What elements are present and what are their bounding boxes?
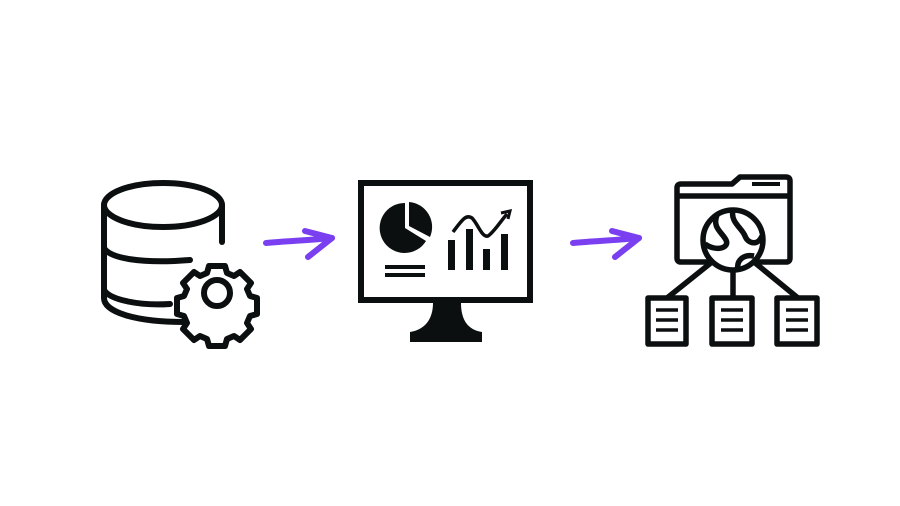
document-icon [709,295,755,347]
document-icon [645,295,689,347]
pie-chart-icon [379,202,433,253]
folder-globe-network-icon [645,174,820,347]
database-gear-icon [101,180,260,349]
monitor-analytics-icon [358,180,533,342]
document-icon [774,295,820,347]
arrow-right-icon [570,228,642,260]
bar-chart-icon [448,229,508,270]
gear-icon [174,263,260,349]
arrow-right-icon [263,228,335,260]
